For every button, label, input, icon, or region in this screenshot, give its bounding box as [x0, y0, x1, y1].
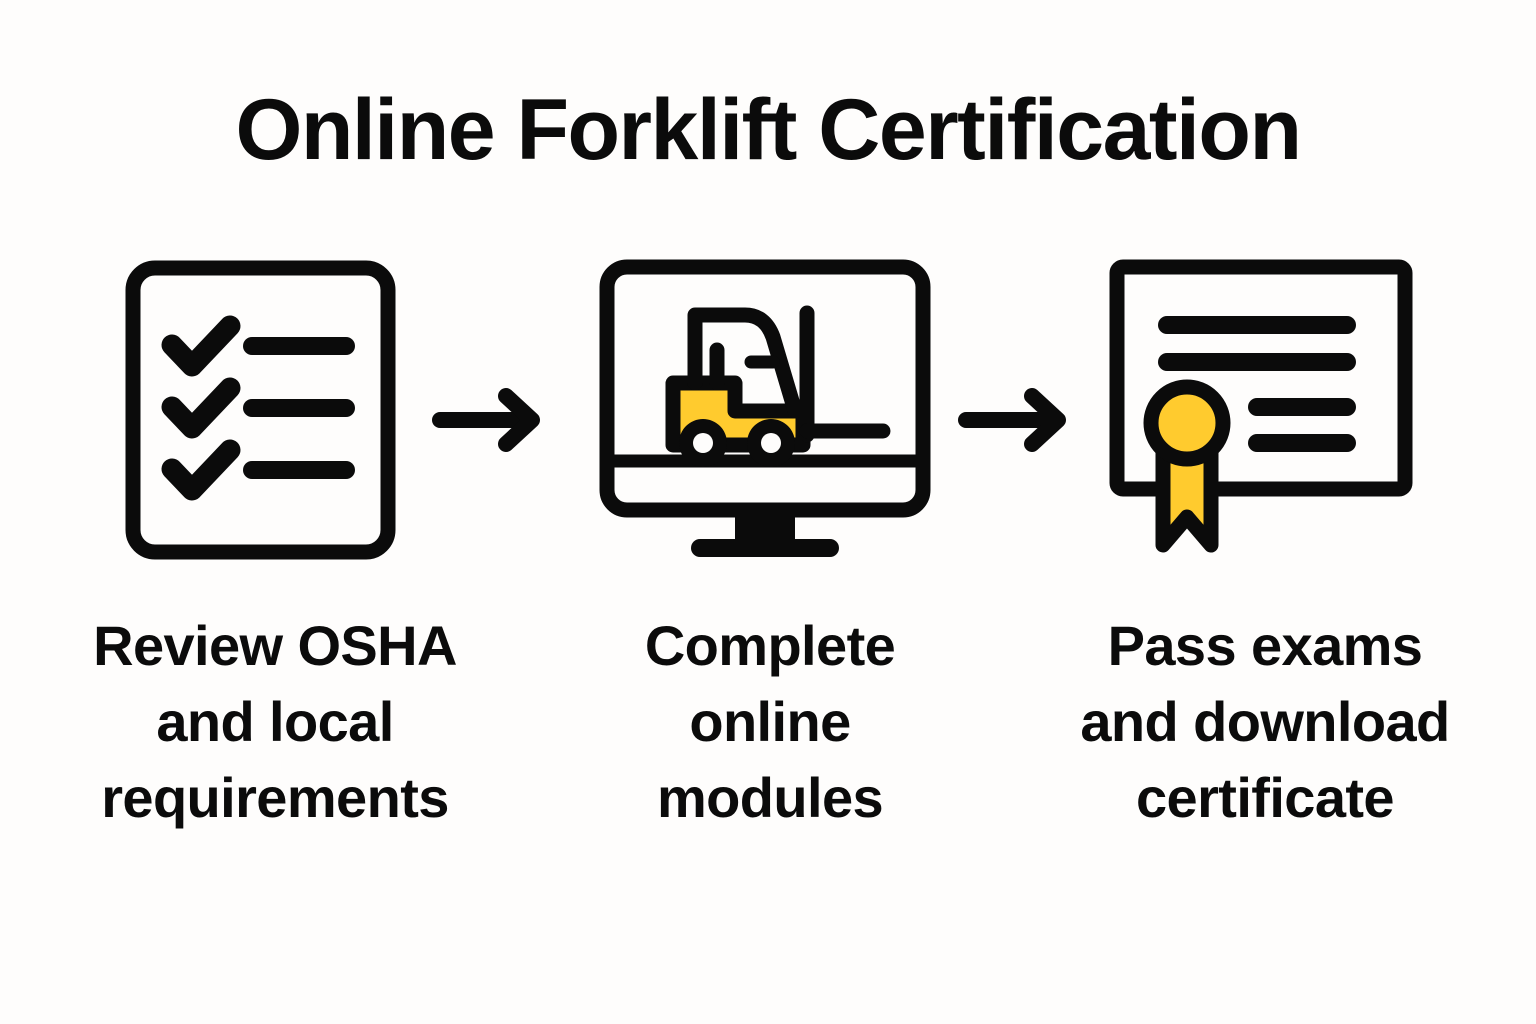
step-caption-2-line-1: Complete: [644, 614, 896, 677]
step-caption-3: Pass exams and download certificate: [1020, 608, 1510, 836]
monitor-forklift-icon: [595, 255, 935, 565]
arrow-right-icon: [432, 385, 552, 455]
arrow-right-icon: [958, 385, 1078, 455]
step-caption-1: Review OSHA and local requirements: [40, 608, 510, 836]
step-caption-2: Complete online modules: [575, 608, 965, 836]
certificate-icon: [1105, 255, 1425, 565]
step-caption-3-line-1: Pass exams: [1107, 614, 1423, 677]
step-caption-2-line-3: modules: [656, 766, 884, 829]
checklist-icon: [120, 255, 410, 565]
page-title: Online Forklift Certification: [235, 82, 1302, 178]
step-caption-1-line-3: requirements: [101, 766, 449, 829]
step-caption-2-line-2: online: [689, 690, 851, 753]
step-caption-1-line-1: Review OSHA: [93, 614, 457, 677]
step-caption-1-line-2: and local: [156, 690, 394, 753]
step-caption-3-line-3: certificate: [1136, 766, 1395, 829]
step-caption-3-line-2: and download: [1080, 690, 1450, 753]
step-captions-row: Review OSHA and local requirements Compl…: [0, 608, 1536, 838]
steps-icon-row: [0, 255, 1536, 585]
